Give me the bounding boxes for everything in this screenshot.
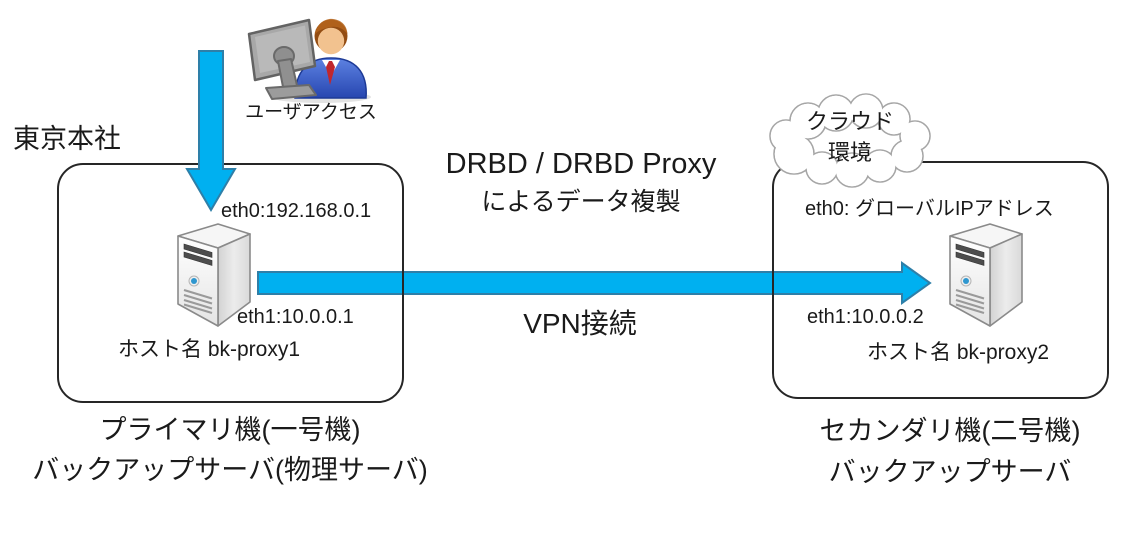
primary-caption-line1: プライマリ機(一号機) (99, 415, 361, 445)
replication-title-line1: DRBD / DRBD Proxy (445, 148, 717, 180)
user-access-arrow-shape (185, 50, 237, 212)
primary-caption-line2: バックアップサーバ(物理サーバ) (32, 455, 428, 485)
secondary-caption-line2: バックアップサーバ (828, 457, 1072, 487)
cloud-label-line2: 環境 (827, 140, 872, 165)
server-icon-secondary (948, 222, 1024, 328)
right-arrow-icon (257, 261, 932, 305)
secondary-caption-line1: セカンダリ機(二号機) (819, 416, 1081, 446)
primary-eth1-label: eth1:10.0.0.1 (237, 306, 354, 328)
replication-title-line2: によるデータ複製 (481, 188, 681, 216)
secondary-eth0-label: eth0: グローバルIPアドレス (805, 198, 1054, 220)
secondary-hostname-label: ホスト名 bk-proxy2 (867, 341, 1050, 364)
cloud-icon (769, 93, 931, 188)
vpn-arrow-shape (257, 261, 932, 305)
site-label-tokyo-hq: 東京本社 (13, 124, 121, 154)
tie (326, 61, 335, 85)
cloud-site-box (772, 161, 1109, 399)
cloud-label-line1: クラウド (805, 109, 894, 134)
user-access-label: ユーザアクセス (245, 102, 377, 123)
secondary-eth1-label: eth1:10.0.0.2 (807, 306, 924, 328)
primary-hostname-label: ホスト名 bk-proxy1 (118, 338, 301, 361)
down-arrow-icon (185, 50, 237, 212)
monitor-base (265, 84, 317, 100)
user-at-computer-icon (247, 18, 371, 103)
person-face (317, 27, 345, 55)
primary-eth0-label: eth0:192.168.0.1 (221, 200, 372, 222)
vpn-label: VPN接続 (523, 308, 637, 339)
primary-site-box (57, 163, 404, 403)
